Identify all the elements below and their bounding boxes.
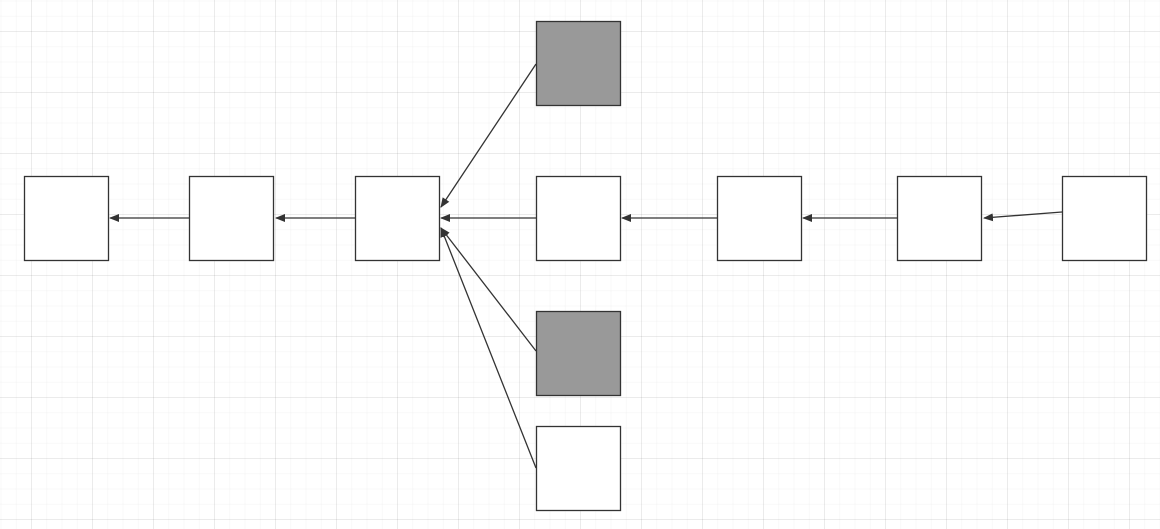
node-box-n1[interactable] [23,175,110,262]
node-box-n4[interactable] [535,175,622,262]
node-box-lower-highlighted[interactable] [535,310,622,397]
node-box-n3[interactable] [354,175,441,262]
node-box-n5[interactable] [716,175,803,262]
arrow-bottom-to-n3 [440,227,537,469]
arrow-lower-to-n3 [440,227,537,352]
node-box-bottom[interactable] [535,425,622,512]
arrow-n7-to-n6 [983,211,1063,222]
node-box-top-highlighted[interactable] [535,20,622,107]
edges-layer [109,63,1063,469]
node-box-n7[interactable] [1061,175,1148,262]
node-box-n6[interactable] [896,175,983,262]
arrow-top-to-n3 [440,63,537,208]
nodes-layer [23,20,1148,512]
node-box-n2[interactable] [188,175,275,262]
